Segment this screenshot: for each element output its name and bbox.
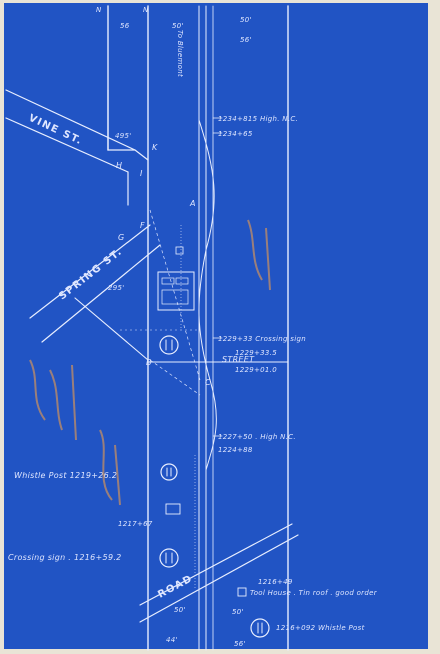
small-shed xyxy=(175,246,184,255)
dim-bottom-56: 56' xyxy=(234,640,246,648)
pencil-notes xyxy=(29,219,271,506)
station-1229-33-crossing: 1229+33 Crossing sign xyxy=(218,335,306,343)
station-1217-67: 1217+67 xyxy=(118,520,153,528)
point-b: B xyxy=(146,358,152,367)
whistle-post-symbol-1 xyxy=(160,463,178,481)
blueprint-field xyxy=(4,3,428,649)
tool-house-label: Tool House . Tin roof . good order xyxy=(250,589,378,597)
road-line-bottom xyxy=(139,534,299,623)
signal-box-symbol xyxy=(165,503,181,515)
tool-house-symbol xyxy=(237,587,247,597)
station-1224-88: 1224+88 xyxy=(218,446,253,454)
siding-curve xyxy=(198,119,217,471)
station-1216-092-whistle: 1216+092 Whistle Post xyxy=(276,624,365,632)
letter-n-right: N xyxy=(143,6,149,14)
crossing-sign-symbol-1 xyxy=(159,335,179,355)
pencil-scribble-mid xyxy=(99,429,121,506)
dim-top-right-a: 50' xyxy=(240,16,252,24)
whistle-post-label: Whistle Post 1219+26.2 xyxy=(14,471,117,480)
dim-bottom-50: 50' xyxy=(174,606,186,614)
dim-295: 295' xyxy=(108,284,125,292)
street-label: STREET xyxy=(222,355,255,364)
point-k: K xyxy=(152,143,158,152)
depot-building xyxy=(157,271,195,311)
pencil-scribble-left xyxy=(29,359,77,441)
station-1229-010: 1229+01.0 xyxy=(235,366,277,374)
letter-n-left: N xyxy=(96,6,102,14)
to-bluemont-label: To Bluemont xyxy=(176,30,184,77)
depot-room-1 xyxy=(161,277,175,285)
dim-bottom-44: 44' xyxy=(166,636,178,644)
spring-street-line-bottom xyxy=(41,244,161,343)
dashed-line-b xyxy=(149,359,201,396)
point-f: F xyxy=(140,221,145,230)
depot-room-3 xyxy=(161,289,189,305)
point-a: A xyxy=(189,199,196,208)
station-1234-65: 1234+65 xyxy=(218,130,253,138)
vine-street-line-top xyxy=(5,89,136,151)
dim-top-right: 50' xyxy=(172,22,184,30)
dim-top-right-b: 56' xyxy=(240,36,252,44)
blueprint-shading xyxy=(4,3,428,649)
spring-street-line-top xyxy=(29,224,151,319)
point-c: C xyxy=(205,378,211,387)
whistle-post-symbol-2 xyxy=(250,618,270,638)
vine-street-line-bottom xyxy=(5,117,129,173)
station-1229-335: 1229+33.5 xyxy=(235,349,277,357)
pencil-scribble-right xyxy=(247,219,271,291)
station-1216-49: 1216+49 xyxy=(258,578,293,586)
depot-room-2 xyxy=(175,277,189,285)
point-h: H xyxy=(116,161,122,170)
crossing-sign-symbol-2 xyxy=(159,548,179,568)
crossing-sign-label: Crossing sign . 1216+59.2 xyxy=(8,553,122,562)
station-1234-815: 1234+815 High. N.C. xyxy=(218,115,298,123)
station-1227-50-high: 1227+50 . High N.C. xyxy=(218,433,296,441)
road-line-top xyxy=(139,523,293,606)
dim-495: 495' xyxy=(115,132,132,140)
point-g: G xyxy=(118,233,125,242)
dim-top-left: 56 xyxy=(120,22,130,30)
track-notes xyxy=(180,225,196,590)
dim-bottom-50b: 50' xyxy=(232,608,244,616)
spring-wedge-line xyxy=(74,297,149,361)
point-i: I xyxy=(140,169,143,178)
vine-parcel-outline xyxy=(107,89,149,161)
